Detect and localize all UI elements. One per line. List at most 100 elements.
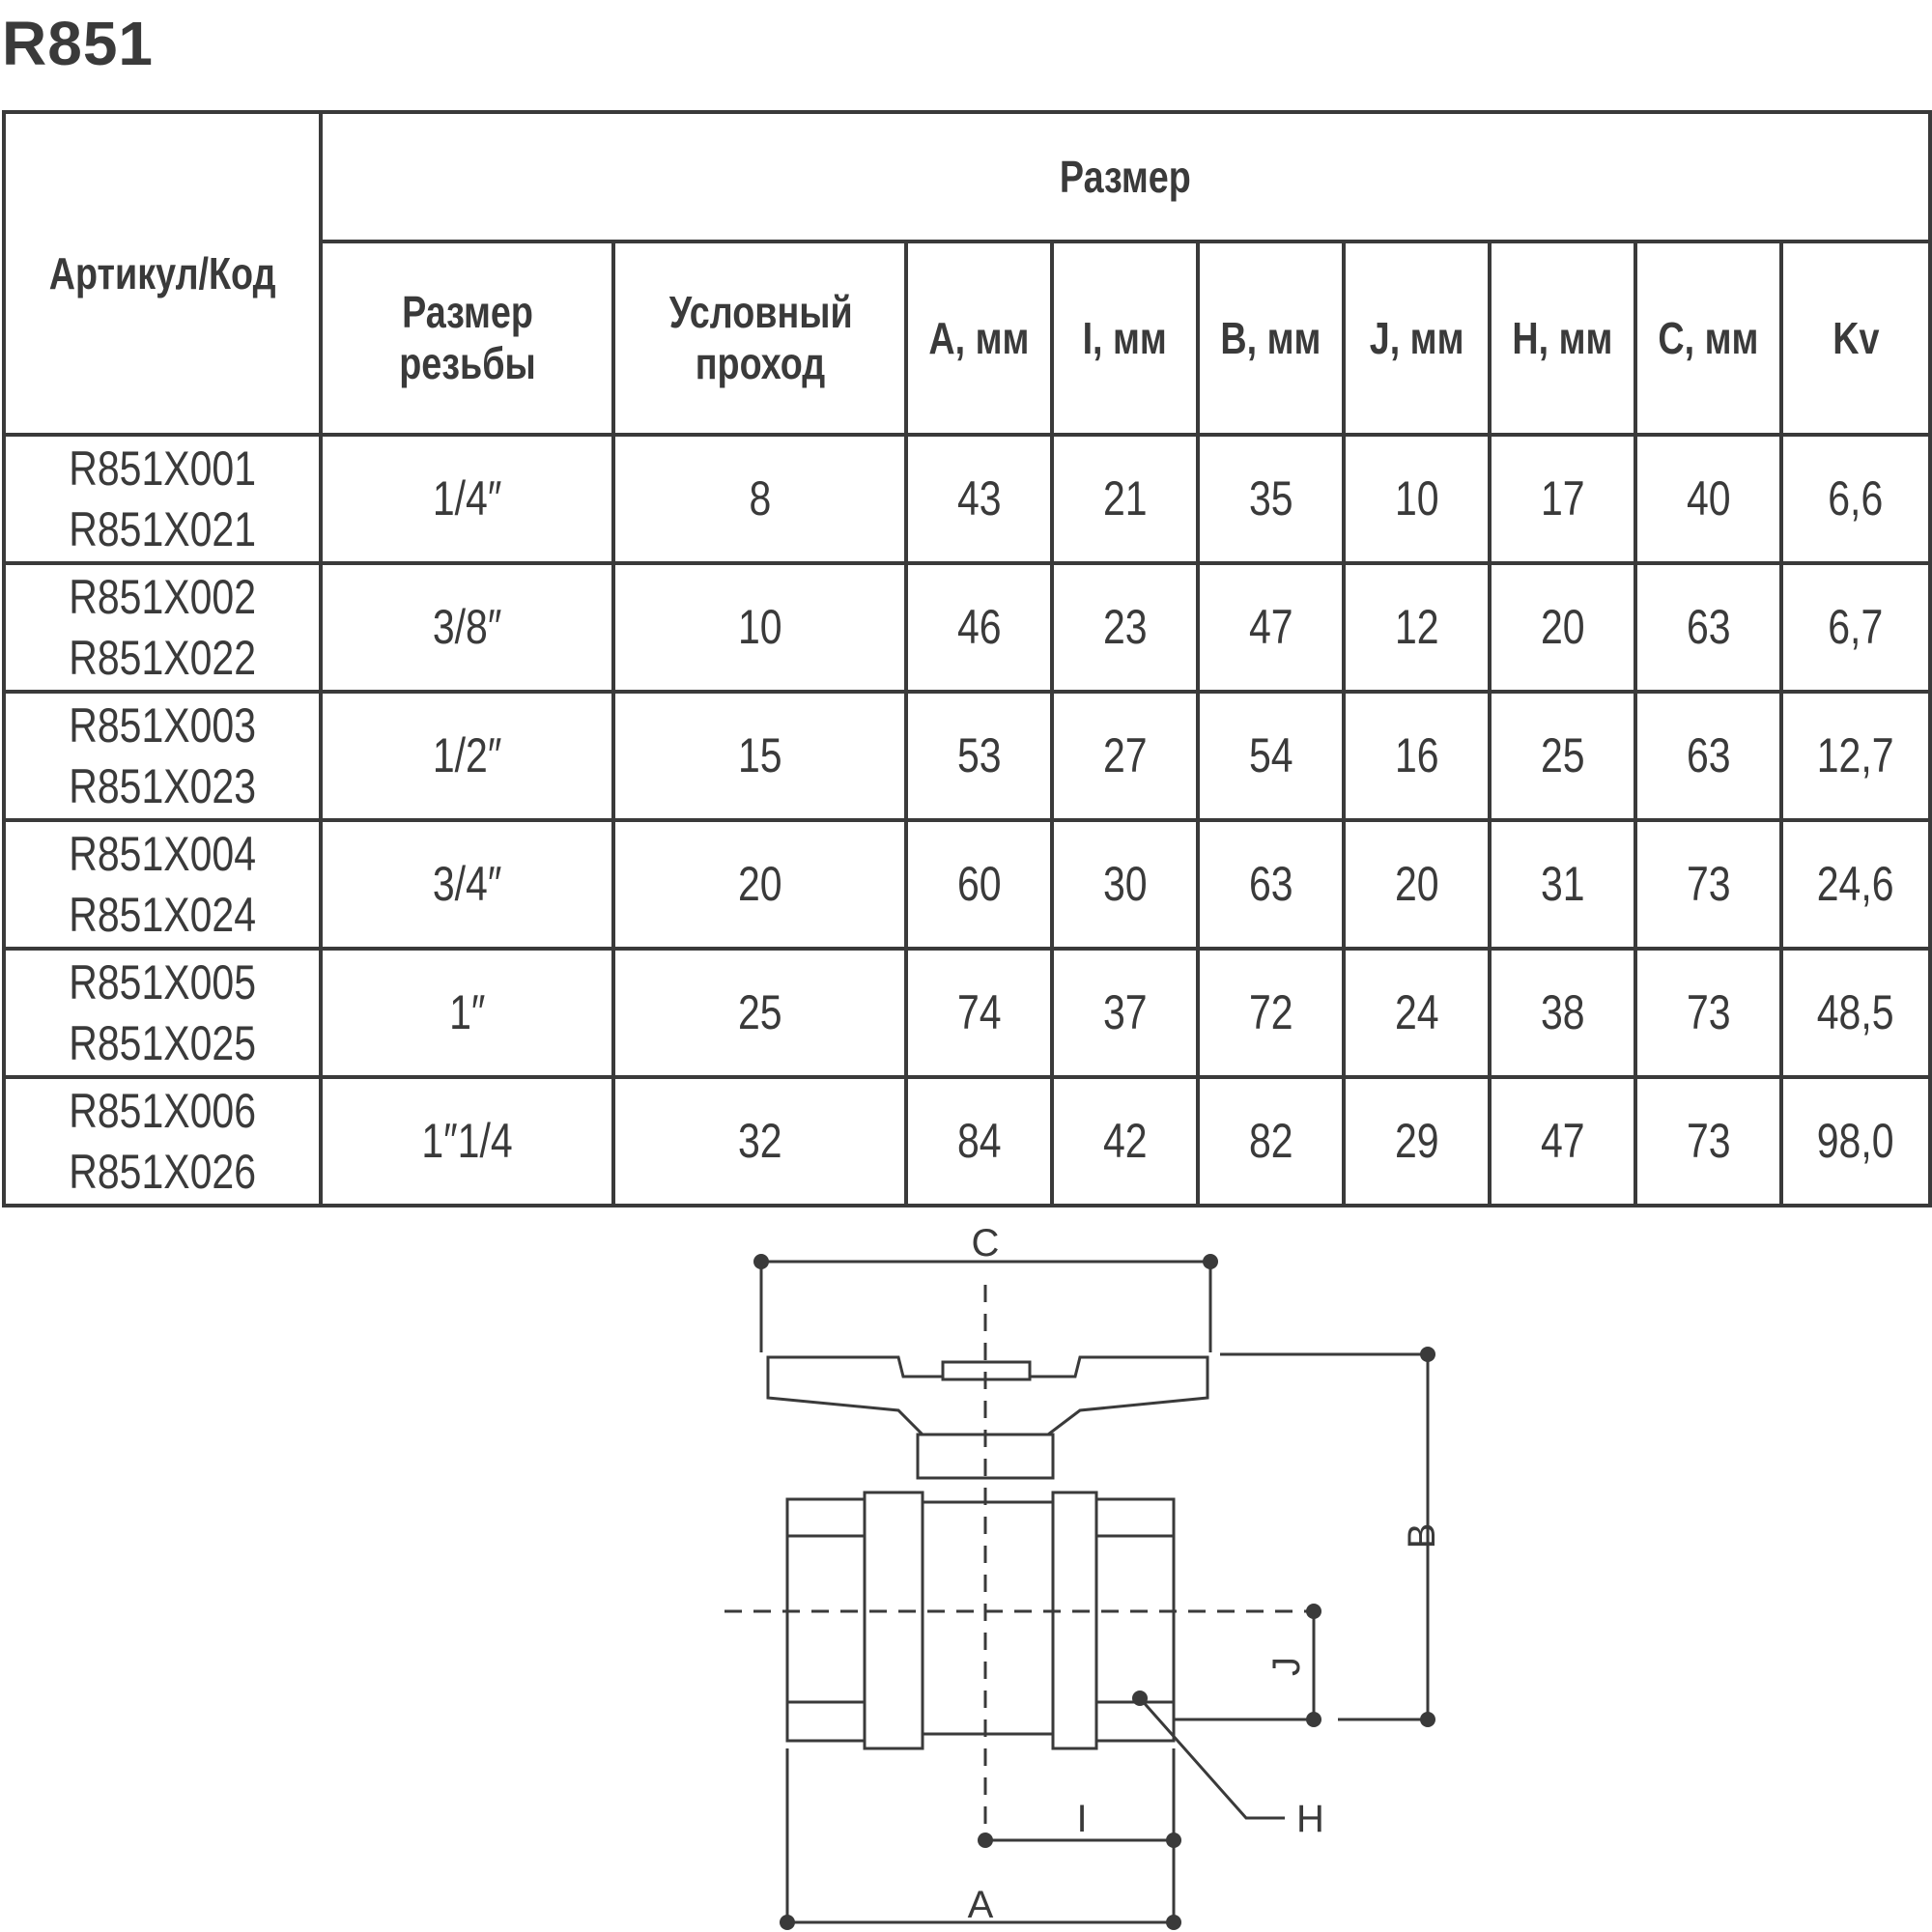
header-c-mm: C, мм: [1634, 240, 1783, 437]
label-j: J: [1265, 1657, 1308, 1676]
table-cell: 53: [904, 690, 1054, 822]
valve-right-collar: [1051, 1491, 1098, 1750]
table-cell: 25: [1488, 690, 1637, 822]
table-cell: 74: [904, 947, 1054, 1079]
article-code: R851X026: [69, 1144, 256, 1199]
table-cell: 1/4″: [319, 433, 615, 565]
table-cell: 72: [1196, 947, 1346, 1079]
article-code: R851X001: [69, 441, 256, 496]
label-c: C: [972, 1222, 1000, 1264]
table-cell: 12,7: [1778, 690, 1932, 822]
leader-h: [1138, 1697, 1285, 1820]
table-cell: 16: [1342, 690, 1492, 822]
table-cell: 46: [904, 561, 1054, 694]
table-cell: 15: [611, 690, 908, 822]
header-i-mm: I, мм: [1050, 240, 1200, 437]
table-cell: 3/8″: [319, 561, 615, 694]
article-code: R851X003: [69, 698, 256, 753]
header-nominal-bore: Условный проход: [611, 240, 908, 437]
label-a: A: [968, 1884, 994, 1926]
table-cell: 31: [1488, 818, 1637, 951]
table-cell: 1″1/4: [319, 1075, 615, 1208]
table-cell: 20: [1342, 818, 1492, 951]
article-code: R851X004: [69, 827, 256, 881]
header-thread-size: Размер резьбы: [319, 240, 615, 437]
table-cell: 6,7: [1778, 561, 1932, 694]
table-cell: 84: [904, 1075, 1054, 1208]
valve-left-nut: [785, 1497, 867, 1743]
table-cell: 23: [1050, 561, 1200, 694]
table-cell: 30: [1050, 818, 1200, 951]
header-b-mm: B, мм: [1196, 240, 1346, 437]
header-j-mm: J, мм: [1342, 240, 1492, 437]
table-cell: 63: [1634, 561, 1783, 694]
article-code: R851X023: [69, 758, 256, 813]
table-cell: 54: [1196, 690, 1346, 822]
label-b: B: [1401, 1523, 1443, 1549]
table-cell: 35: [1196, 433, 1346, 565]
table-cell: 38: [1488, 947, 1637, 1079]
table-cell: 17: [1488, 433, 1637, 565]
table-cell: 21: [1050, 433, 1200, 565]
table-cell: 47: [1488, 1075, 1637, 1208]
valve-left-collar: [863, 1491, 924, 1750]
label-h: H: [1296, 1798, 1324, 1840]
table-cell: 25: [611, 947, 908, 1079]
header-kv: Kv: [1778, 240, 1932, 437]
table-cell: 40: [1634, 433, 1783, 565]
table-cell: 24: [1342, 947, 1492, 1079]
header-a-mm: A, мм: [904, 240, 1054, 437]
table-cell: 24,6: [1778, 818, 1932, 951]
table-cell: 98,0: [1778, 1075, 1932, 1208]
table-cell: 20: [1488, 561, 1637, 694]
table-cell: 47: [1196, 561, 1346, 694]
valve-handle: [766, 1355, 1209, 1436]
table-cell: 37: [1050, 947, 1200, 1079]
article-code: R851X024: [69, 887, 256, 942]
table-cell: 63: [1634, 690, 1783, 822]
valve-body: [921, 1500, 1055, 1736]
table-cell: 8: [611, 433, 908, 565]
article-code: R851X025: [69, 1015, 256, 1070]
article-code: R851X006: [69, 1084, 256, 1138]
header-size-group: Размер: [318, 110, 1932, 243]
table-cell: 82: [1196, 1075, 1346, 1208]
table-cell: 10: [611, 561, 908, 694]
table-cell: 43: [904, 433, 1054, 565]
table-cell: 42: [1050, 1075, 1200, 1208]
table-cell: 1″: [319, 947, 615, 1079]
label-i: I: [1076, 1798, 1087, 1840]
table-cell: 10: [1342, 433, 1492, 565]
table-cell: 1/2″: [319, 690, 615, 822]
table-cell: 73: [1634, 818, 1783, 951]
table-cell: 6,6: [1778, 433, 1932, 565]
valve-dimension-drawing: C B J H I A: [724, 1222, 1443, 1930]
header-article-code: Артикул/Код: [2, 110, 323, 437]
article-code: R851X002: [69, 570, 256, 624]
table-cell: 73: [1634, 1075, 1783, 1208]
table-cell: 20: [611, 818, 908, 951]
table-cell: 3/4″: [319, 818, 615, 951]
table-cell: 48,5: [1778, 947, 1932, 1079]
article-code: R851X022: [69, 630, 256, 685]
table-cell: 73: [1634, 947, 1783, 1079]
table-cell: 12: [1342, 561, 1492, 694]
document-title: R851: [2, 9, 154, 78]
dimensions-table: Артикул/Код Размер Размер резьбы Условны…: [2, 110, 1932, 1208]
table-cell: 27: [1050, 690, 1200, 822]
table-cell: 32: [611, 1075, 908, 1208]
article-code: R851X021: [69, 501, 256, 556]
table-cell: 60: [904, 818, 1054, 951]
header-h-mm: H, мм: [1488, 240, 1637, 437]
